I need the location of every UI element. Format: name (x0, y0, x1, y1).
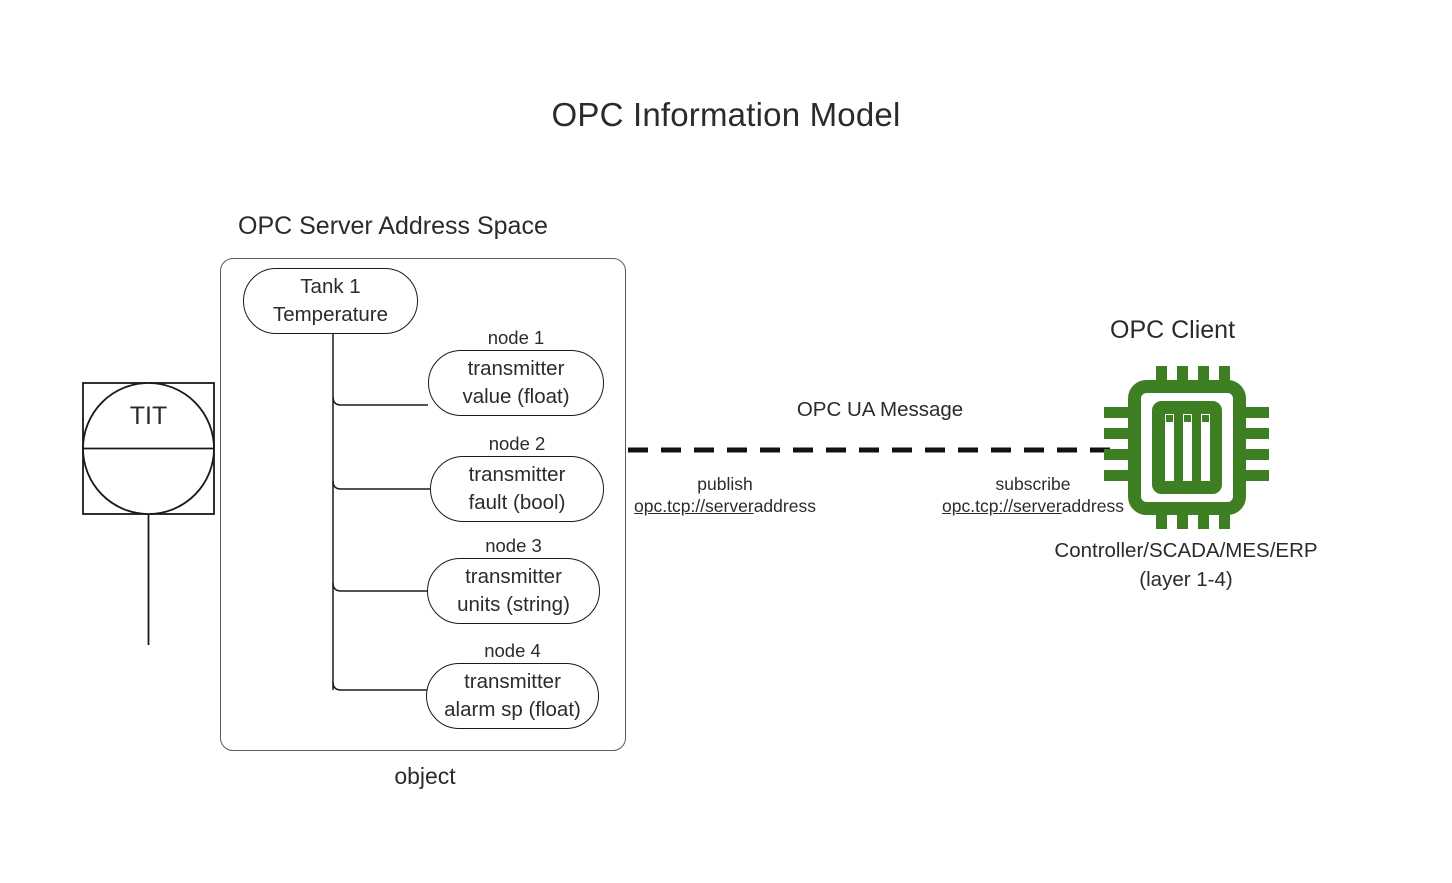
opc-ua-message-label: OPC UA Message (796, 398, 964, 421)
node-4-transmitter-alarm-sp[interactable]: transmitter alarm sp (float) (426, 663, 599, 729)
address-space-container (220, 258, 626, 751)
publish-url-rest: address (753, 496, 816, 516)
node-3-transmitter-units[interactable]: transmitter units (string) (427, 558, 600, 624)
node-4-line1: transmitter (464, 670, 561, 693)
node-1-line1: transmitter (467, 357, 565, 380)
node-3-line1: transmitter (465, 565, 562, 588)
node-4-caption: node 4 (484, 640, 541, 661)
instrument-tag-label: TIT (129, 402, 168, 430)
node-1-line2: value (float) (462, 385, 570, 408)
cpu-chip-icon (1104, 366, 1269, 529)
node-root-line1: Tank 1 (300, 275, 361, 298)
node-1-caption: node 1 (487, 327, 545, 348)
subscribe-url-link: opc.tcp://server (942, 496, 1062, 516)
opc-client-title: OPC Client (1110, 316, 1236, 344)
client-caption-line2: (layer 1-4) (1139, 568, 1233, 591)
node-2-caption: node 2 (488, 433, 546, 454)
page-title: OPC Information Model (551, 96, 901, 133)
node-3-caption: node 3 (485, 535, 542, 556)
subscribe-endpoint: subscribe opc.tcp://serveraddress (913, 473, 1153, 517)
node-2-transmitter-fault[interactable]: transmitter fault (bool) (430, 456, 604, 522)
publish-url-link: opc.tcp://server (634, 496, 754, 516)
publish-url[interactable]: opc.tcp://serveraddress (605, 495, 845, 517)
node-4-line2: alarm sp (float) (444, 698, 581, 721)
node-2-line1: transmitter (468, 463, 566, 486)
publish-action-label: publish (697, 474, 753, 494)
transmitter-instrument-symbol (82, 382, 215, 645)
subscribe-url-rest: address (1061, 496, 1124, 516)
subscribe-action-label: subscribe (995, 474, 1071, 494)
subscribe-url[interactable]: opc.tcp://serveraddress (913, 495, 1153, 517)
publish-endpoint: publish opc.tcp://serveraddress (605, 473, 845, 517)
node-root-line2: Temperature (272, 303, 389, 326)
node-2-line2: fault (bool) (468, 491, 566, 514)
node-tank-1-temperature[interactable]: Tank 1 Temperature (243, 268, 418, 334)
node-1-transmitter-value[interactable]: transmitter value (float) (428, 350, 604, 416)
node-3-line2: units (string) (457, 593, 570, 616)
client-caption-line1: Controller/SCADA/MES/ERP (1054, 539, 1318, 562)
address-space-title: OPC Server Address Space (238, 212, 548, 240)
client-caption: Controller/SCADA/MES/ERP (layer 1-4) (986, 536, 1386, 594)
object-caption: object (394, 763, 456, 789)
